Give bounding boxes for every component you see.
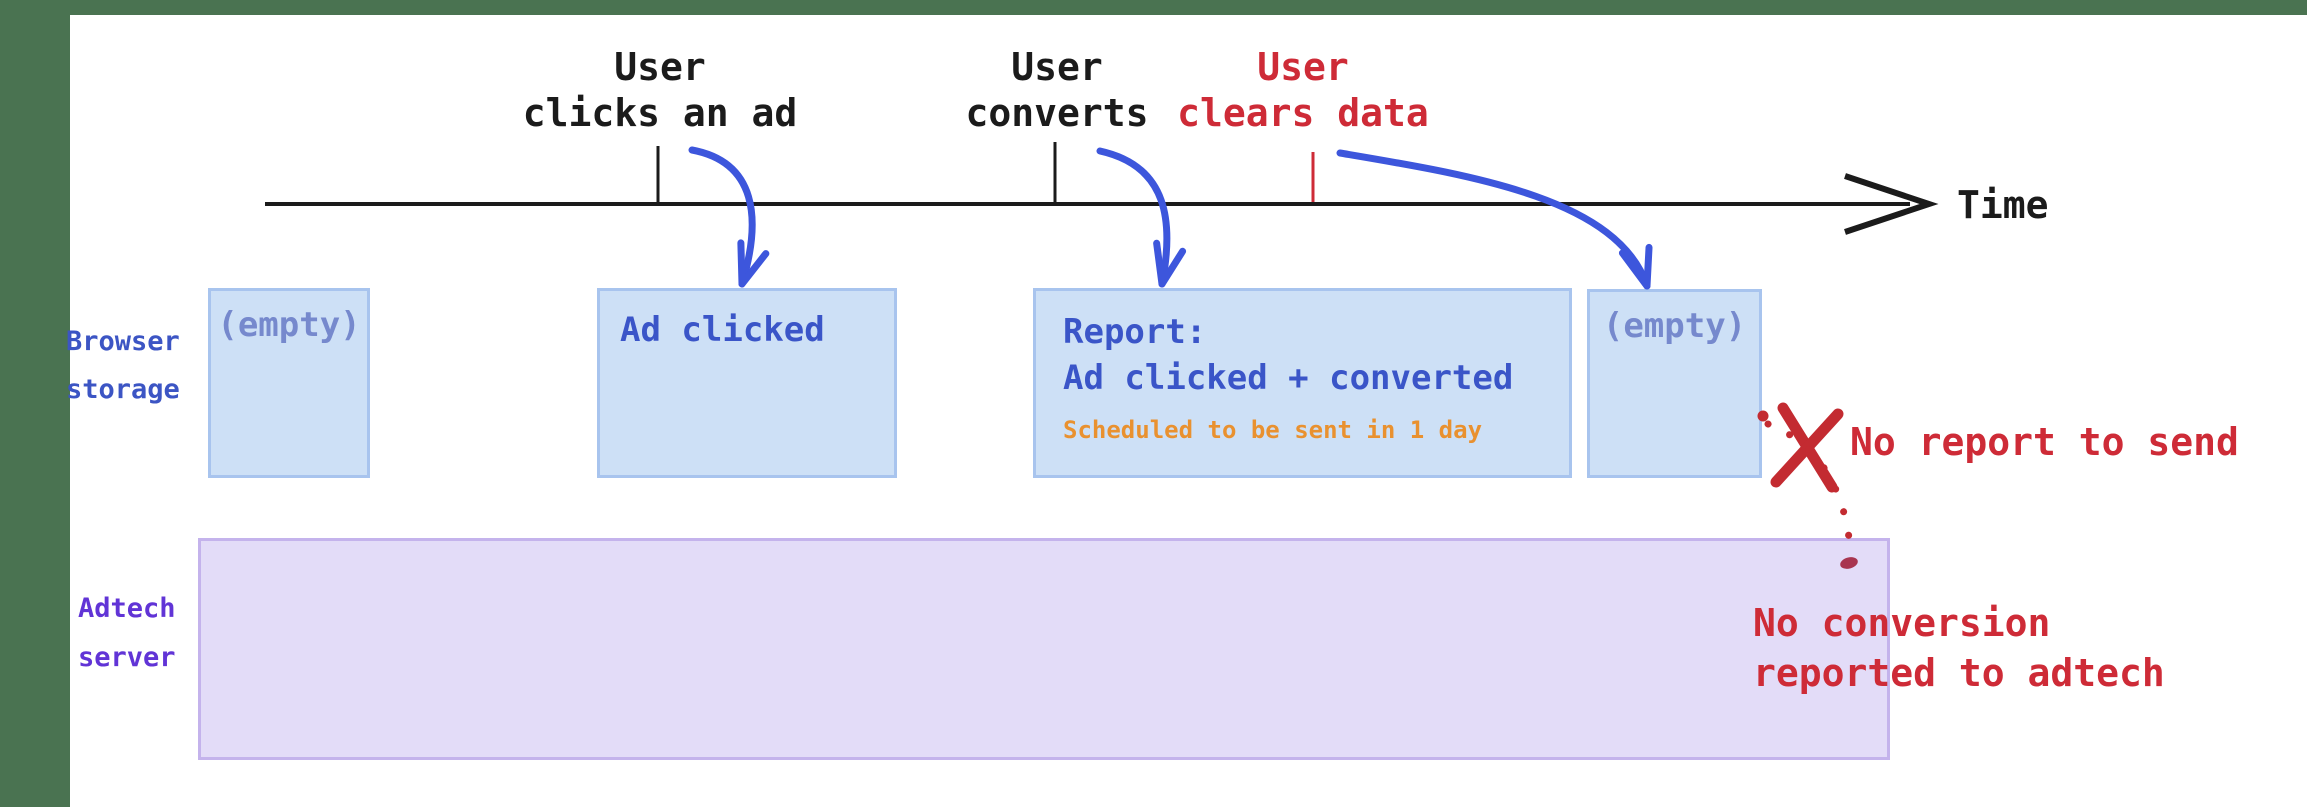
row-label-line: storage [66,374,180,405]
time-axis-label: Time [1957,183,2049,227]
row-label-browser-storage: Browser storage [66,318,180,414]
storage-box-empty-2: (empty) [1587,289,1762,478]
storage-box-text: (empty) [1602,306,1747,346]
storage-box-text: Ad clicked [620,310,825,350]
annotation-line: No conversion [1753,601,2051,645]
cancel-x-mark [1770,402,1844,493]
event-line: User [614,45,706,89]
event-label-user-clicks-ad: User clicks an ad [450,44,870,136]
storage-box-ad-clicked: Ad clicked [597,288,897,478]
event-label-user-converts: User converts [847,44,1267,136]
event-line: converts [965,91,1149,135]
row-label-line: server [78,642,176,673]
arrow-convert-to-storage [1096,147,1187,288]
slide-edge-top [0,0,2307,15]
annotation-no-report: No report to send [1850,420,2239,464]
storage-box-text: (empty) [217,305,361,345]
report-title: Report: Ad clicked + converted [1063,309,1513,401]
timeline-arrowhead [1844,173,1939,235]
event-line: User [1257,45,1349,89]
arrow-click-to-storage [688,146,770,288]
slide-edge-left [0,0,70,807]
event-label-user-clears-data: User clears data [1093,44,1513,136]
row-label-line: Browser [66,326,180,357]
storage-box-empty-1: (empty) [208,288,370,478]
report-detail-line: Ad clicked + converted [1063,358,1514,398]
adtech-server-box [198,538,1890,760]
row-label-adtech-server: Adtech server [78,584,176,682]
event-line: clears data [1177,91,1429,135]
report-schedule-note: Scheduled to be sent in 1 day [1063,416,1483,444]
annotation-line: reported to adtech [1753,651,2165,695]
annotation-no-conversion: No conversion reported to adtech [1753,598,2165,698]
storage-box-report: Report: Ad clicked + converted Scheduled… [1033,288,1572,478]
arrow-clear-to-storage [1336,149,1653,290]
event-line: User [1011,45,1103,89]
row-label-line: Adtech [78,593,176,624]
report-title-line: Report: [1063,312,1207,352]
event-line: clicks an ad [522,91,798,135]
